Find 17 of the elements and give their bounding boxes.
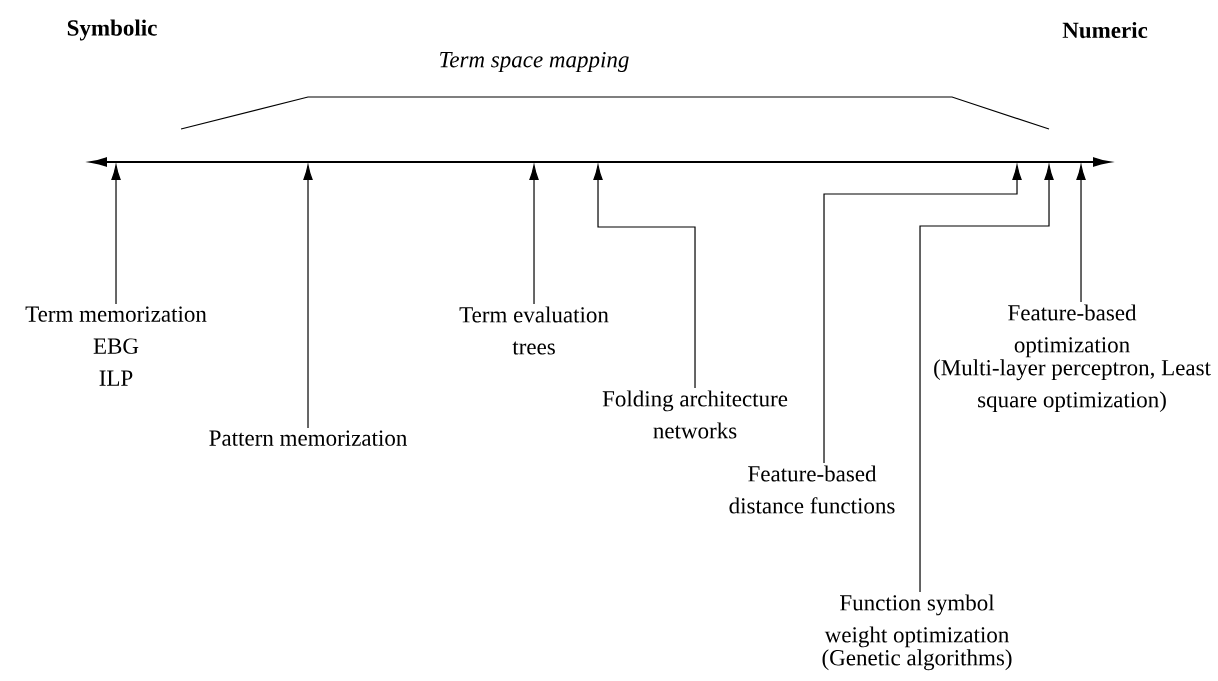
axis-label: Term space mapping xyxy=(440,51,629,73)
method-label: Term evaluation trees xyxy=(459,306,609,355)
arrow xyxy=(529,164,539,305)
method-label: Term memorization EBG ILP xyxy=(25,306,207,386)
arrow xyxy=(823,164,1022,464)
axis-label: Symbolic xyxy=(67,19,157,41)
axis-label: Numeric xyxy=(1062,21,1148,39)
arrow xyxy=(303,164,313,429)
arrow xyxy=(111,164,121,305)
method-label: Feature-based distance functions xyxy=(729,465,895,514)
method-label: Folding architecture networks xyxy=(602,390,788,439)
method-label: Function symbol weight optimization (Genetic algorithms) xyxy=(822,594,1012,671)
arrow xyxy=(919,164,1054,593)
arrow xyxy=(1076,164,1086,303)
arrow xyxy=(593,164,696,389)
method-label: Pattern memorization xyxy=(209,430,407,446)
method-label: Feature-based optimization (Multi-layer perceptron, Least square optimization) xyxy=(934,304,1211,413)
